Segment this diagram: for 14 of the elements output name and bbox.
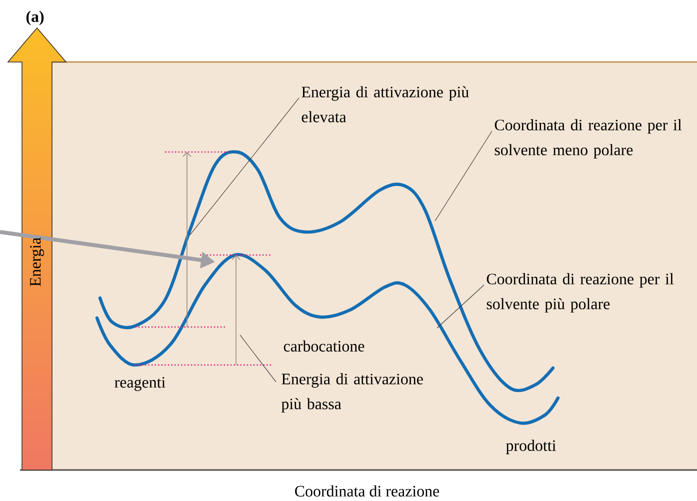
axis-label: Energia <box>30 238 44 286</box>
leader-line <box>436 284 484 328</box>
leader-line <box>190 98 300 236</box>
state-label: prodotti <box>506 440 556 454</box>
callout-text: Coordinata di reazione per il solvente più polare <box>486 273 674 313</box>
callout-text: Coordinata di reazione per il solvente meno polare <box>494 119 682 159</box>
leader-line <box>240 334 276 382</box>
axis-label: Coordinata di reazione <box>295 485 440 497</box>
callout-text: Energia di attivazione più elevata <box>302 86 469 122</box>
callout-text: Energia di attivazione più bassa <box>281 373 423 413</box>
panel-letter: (a) <box>26 10 44 26</box>
state-label: carbocatione <box>284 340 364 352</box>
state-label: reagenti <box>114 377 166 391</box>
leader-line <box>434 130 492 222</box>
